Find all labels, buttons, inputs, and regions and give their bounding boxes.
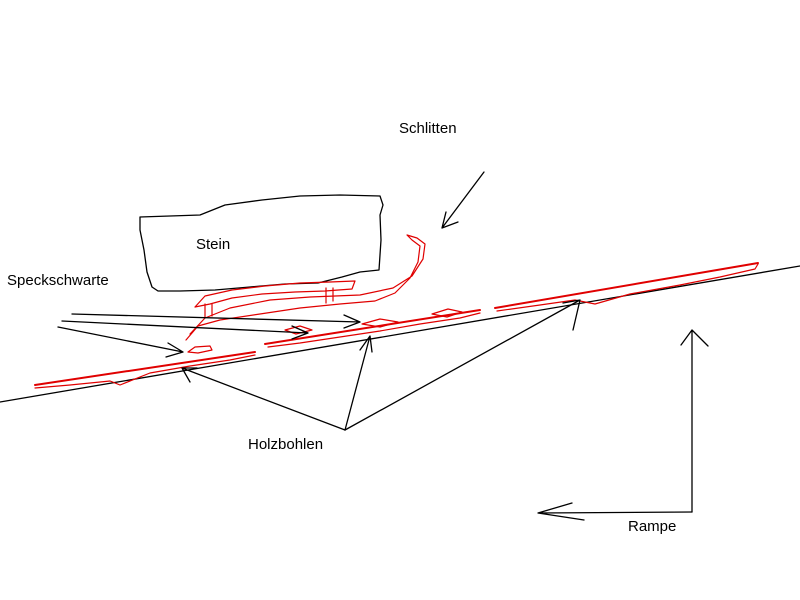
holzbohlen-arrow-3: [344, 299, 581, 431]
plank-2-underside: [267, 312, 481, 348]
speckschwarte-arrow-2: [61, 320, 309, 340]
rampe-label: Rampe: [628, 518, 677, 535]
holzbohlen-arrow-1: [181, 367, 346, 431]
sled-strut-left: [204, 303, 213, 319]
rind-blob-1: [187, 345, 213, 354]
ramp-line: [0, 265, 800, 403]
plank-2: [264, 309, 481, 345]
rampe-vertical-arrow: [680, 329, 709, 513]
holzbohlen-label: Holzbohlen: [248, 436, 324, 453]
sled-deck: [194, 280, 356, 308]
sled-runner: [185, 234, 426, 341]
speckschwarte-arrow-3: [57, 326, 184, 358]
schlitten-label: Schlitten: [399, 120, 457, 137]
schlitten-arrow: [441, 171, 485, 229]
rind-blob-3: [361, 318, 399, 328]
speckschwarte-arrow-1: [71, 313, 361, 329]
holzbohlen-arrow-2: [344, 335, 373, 431]
speckschwarte-label: Speckschwarte: [7, 272, 109, 289]
plank-3: [494, 262, 759, 309]
plank-3-underside: [496, 263, 759, 312]
plank-1-underside: [34, 354, 256, 389]
stein-label: Stein: [196, 236, 231, 253]
rampe-horizontal-arrow: [537, 502, 693, 521]
stone-outline: [139, 194, 384, 292]
plank-1: [34, 351, 256, 386]
rind-blob-4: [431, 308, 463, 318]
sled-strut-right: [325, 287, 334, 304]
